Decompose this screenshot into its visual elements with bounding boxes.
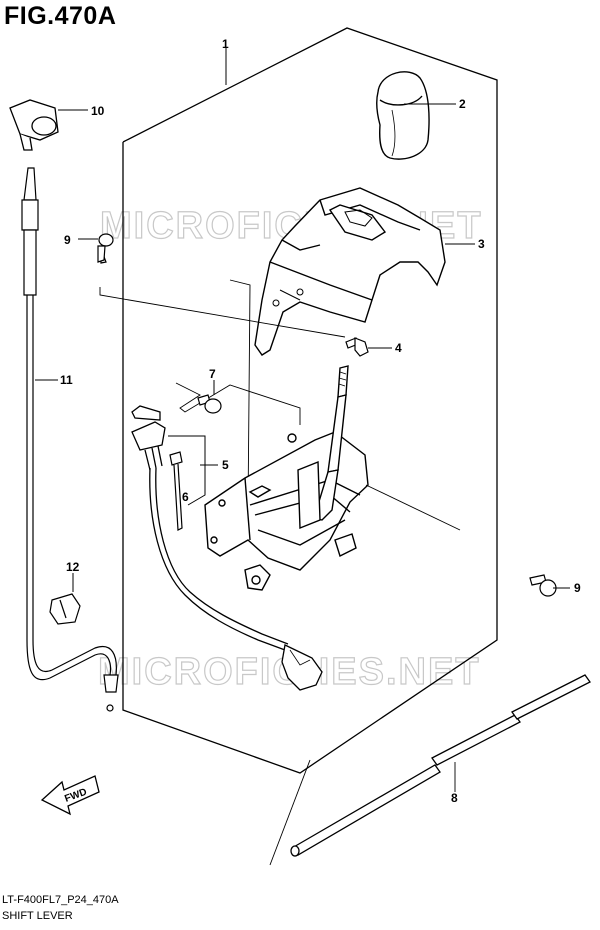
- figure-caption: SHIFT LEVER: [2, 910, 73, 922]
- lever-cover[interactable]: [254, 187, 446, 356]
- cable-connector-10[interactable]: [9, 99, 59, 151]
- callout-7: 7: [209, 367, 216, 381]
- callout-10: 10: [91, 104, 105, 118]
- shift-lever-rod[interactable]: [297, 365, 357, 557]
- callout-6: 6: [182, 490, 189, 504]
- assembly-outline: [122, 27, 498, 774]
- shift-knob[interactable]: [375, 71, 430, 160]
- cable-clip-12[interactable]: [49, 593, 81, 625]
- lever-bracket[interactable]: [204, 431, 369, 591]
- neutral-switch-harness[interactable]: [131, 405, 323, 691]
- callout-9-right: 9: [574, 581, 581, 595]
- bolt-part-7[interactable]: [197, 394, 222, 414]
- assembly-lower-leaders: [269, 484, 461, 866]
- callout-leaders: [35, 48, 570, 592]
- callout-9-top: 9: [64, 233, 71, 247]
- callout-11: 11: [60, 373, 73, 387]
- wire-clamp[interactable]: [169, 451, 183, 531]
- callout-3: 3: [478, 237, 485, 251]
- bolt-part-4[interactable]: [345, 337, 369, 357]
- callout-4: 4: [395, 341, 402, 355]
- figure-code: LT-F400FL7_P24_470A: [2, 894, 119, 906]
- callout-2: 2: [459, 97, 466, 111]
- alignment-leader-lines: [99, 279, 346, 511]
- callout-1: 1: [222, 37, 229, 51]
- callout-12: 12: [66, 560, 80, 574]
- shift-cable-11[interactable]: [21, 167, 119, 712]
- callout-8: 8: [451, 791, 458, 805]
- forward-direction-arrow: FWD: [40, 775, 100, 816]
- bolt-part-9-right[interactable]: [529, 574, 557, 597]
- shift-rod-8[interactable]: [290, 674, 591, 857]
- bolt-part-9-top[interactable]: [97, 233, 114, 264]
- figure-title: FIG.470A: [4, 2, 117, 30]
- callout-5: 5: [222, 458, 229, 472]
